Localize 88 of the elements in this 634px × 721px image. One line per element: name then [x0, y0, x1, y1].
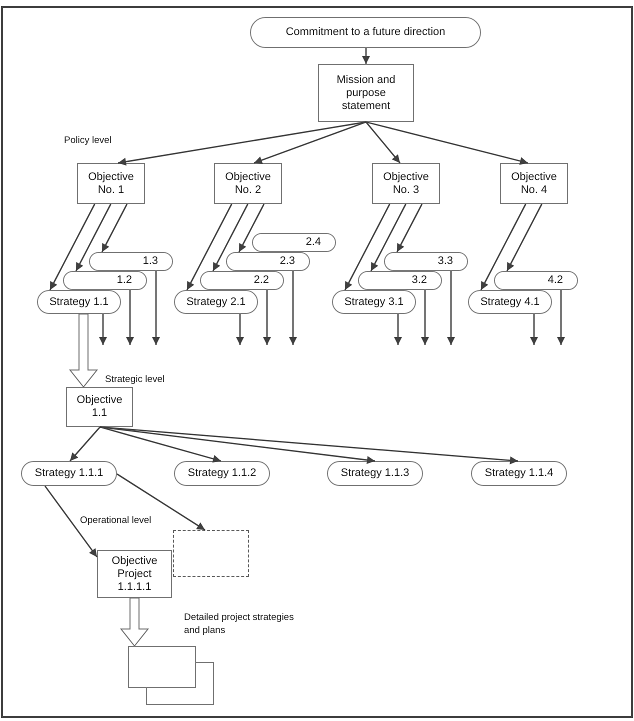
box-label: Objective 1.1: [76, 394, 124, 420]
arrow: [254, 121, 366, 164]
box-label: 1.3: [142, 255, 158, 268]
process-box: [77, 163, 145, 204]
arrow: [557, 290, 565, 345]
box-label: Mission and purpose statement: [336, 74, 396, 112]
box-label: Strategy 2.1: [186, 296, 246, 308]
block-arrow: [68, 314, 98, 388]
rounded-box: [358, 271, 442, 290]
box-label: Strategy 1.1: [49, 296, 109, 308]
box-label: 4.2: [548, 274, 563, 287]
box-label: Objective No. 1: [87, 170, 135, 196]
rounded-box: [327, 461, 423, 486]
rounded-box: [384, 252, 468, 271]
box-label: Objective No. 2: [224, 170, 272, 196]
process-box: [66, 387, 133, 427]
process-box: [214, 163, 282, 204]
box-label: Strategy 1.1.4: [484, 467, 554, 480]
arrow: [44, 486, 98, 558]
rounded-box: [63, 271, 147, 290]
rounded-box: [37, 290, 121, 314]
dashed-box: [173, 530, 249, 577]
rounded-box: [200, 271, 284, 290]
arrow: [100, 426, 222, 463]
process-box: [318, 64, 414, 122]
arrow: [394, 314, 402, 345]
arrow: [99, 314, 107, 345]
arrow: [101, 204, 128, 252]
process-box: [97, 550, 172, 598]
rounded-box: [174, 461, 270, 486]
document-sheet: [128, 646, 196, 688]
rounded-box: [250, 17, 481, 48]
box-label: 1.2: [116, 274, 132, 287]
arrow: [126, 290, 134, 345]
arrow: [530, 314, 538, 345]
arrow: [421, 290, 429, 345]
box-label: 2.4: [306, 236, 321, 249]
box-label: Objective No. 4: [510, 170, 558, 196]
arrow: [366, 121, 528, 165]
arrow: [447, 271, 455, 345]
process-box: [500, 163, 568, 204]
box-label: 2.2: [254, 274, 269, 287]
arrow: [238, 204, 265, 252]
box-label: Objective No. 3: [382, 170, 430, 196]
box-label: Objective Project 1.1.1.1: [110, 554, 158, 594]
rounded-box: [226, 252, 310, 271]
arrow: [100, 426, 518, 464]
rounded-box: [471, 461, 567, 486]
box-label: Strategy 4.1: [480, 296, 540, 308]
note-text: Detailed project strategies and plans: [184, 611, 295, 637]
arrow: [116, 473, 206, 531]
arrow: [480, 204, 526, 290]
arrow: [370, 204, 406, 272]
arrow: [49, 204, 96, 290]
arrow: [236, 314, 244, 345]
rounded-box: [468, 290, 552, 314]
rounded-box: [174, 290, 258, 314]
rounded-box: [494, 271, 578, 290]
block-arrow: [120, 598, 150, 647]
arrow: [75, 204, 112, 272]
level-label: Policy level: [64, 135, 112, 146]
box-label: 3.3: [438, 255, 453, 268]
process-box: [372, 163, 440, 204]
level-label: Operational level: [80, 515, 152, 526]
box-label: 2.3: [280, 255, 295, 268]
box-label: Commitment to a future direction: [286, 26, 446, 39]
box-label: 3.2: [412, 274, 427, 287]
arrow: [365, 122, 401, 164]
rounded-box: [89, 252, 173, 271]
arrow: [212, 204, 248, 272]
rounded-box: [21, 461, 117, 486]
arrow: [289, 271, 297, 345]
arrow: [69, 426, 101, 462]
level-label: Strategic level: [105, 374, 165, 385]
arrow: [506, 204, 542, 272]
arrow: [362, 48, 370, 64]
box-label: Strategy 1.1.2: [188, 467, 256, 480]
box-label: Strategy 3.1: [344, 296, 404, 308]
arrow: [344, 204, 390, 290]
box-label: Strategy 1.1.1: [34, 467, 104, 480]
arrow: [263, 290, 271, 345]
arrow: [152, 271, 160, 345]
arrow: [118, 121, 366, 166]
rounded-box: [252, 233, 336, 252]
rounded-box: [332, 290, 416, 314]
box-label: Strategy 1.1.3: [340, 467, 410, 480]
arrow: [186, 204, 232, 290]
arrow: [396, 204, 423, 252]
